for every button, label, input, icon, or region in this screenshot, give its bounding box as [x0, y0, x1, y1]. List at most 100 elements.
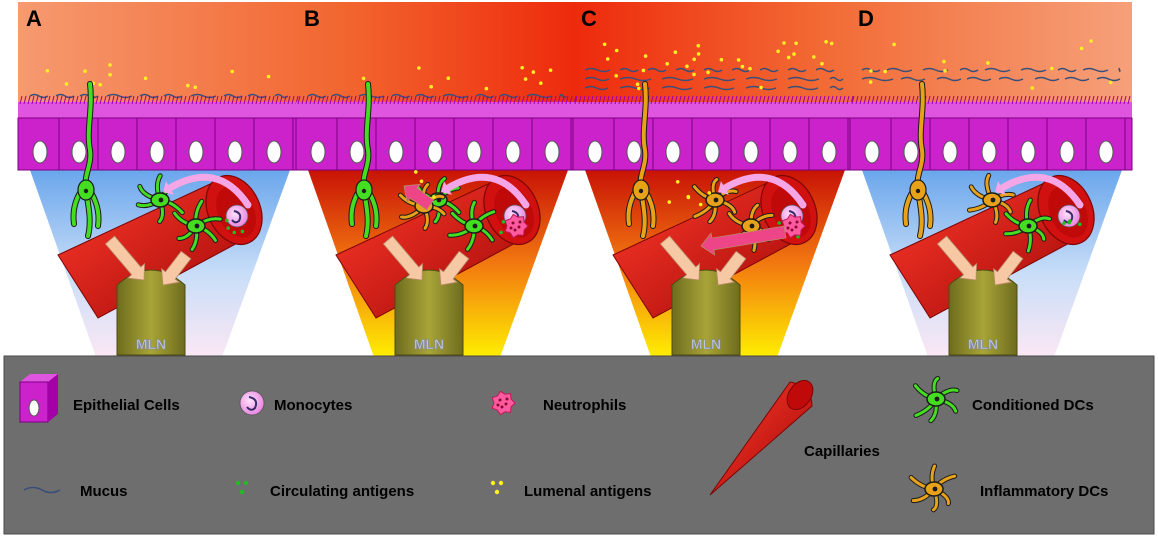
- legend-lumenal-label: Lumenal antigens: [524, 483, 652, 500]
- panel-a: MLN A: [17, 6, 301, 360]
- lamina-dc: [966, 172, 1016, 225]
- epithelial-nucleus: [942, 140, 958, 164]
- sampling-dc: [348, 81, 380, 239]
- capillary-icon: [709, 379, 814, 496]
- recruitment-arrow: [718, 173, 807, 209]
- epithelial-nucleus: [466, 140, 482, 164]
- epithelial-nucleus: [310, 140, 326, 164]
- epithelial-nucleus: [544, 140, 560, 164]
- legend-capillaries-label: Capillaries: [804, 443, 880, 460]
- lumenal-antigens-icon: [490, 480, 504, 495]
- epithelial-nucleus: [665, 140, 681, 164]
- legend-neutrophils-label: Neutrophils: [543, 397, 626, 414]
- epithelial-nucleus: [227, 140, 243, 164]
- panel-b: MLN B: [295, 6, 579, 360]
- epithelial-nucleus: [981, 140, 997, 164]
- legend-panel: [3, 355, 1155, 535]
- epithelial-nucleus: [266, 140, 282, 164]
- epithelial-nucleus: [32, 140, 48, 164]
- panel-d: MLN D: [849, 6, 1133, 360]
- legend-mucus-label: Mucus: [80, 483, 128, 500]
- migration-arrow: [403, 183, 435, 211]
- arrow-to-mln: [439, 250, 470, 286]
- mln: [948, 269, 1018, 356]
- mucus-icon: [23, 486, 61, 494]
- circulating-antigens: [1062, 219, 1082, 227]
- capillary: [57, 174, 263, 319]
- epithelium-top: [296, 102, 578, 118]
- epithelial-nucleus: [903, 140, 919, 164]
- arrow-to-mln: [936, 235, 978, 281]
- legend-epithelial-label: Epithelial Cells: [73, 397, 180, 414]
- epithelium-top: [850, 102, 1132, 118]
- recruitment-arrow: [995, 173, 1084, 209]
- legend-conditioned-label: Conditioned DCs: [972, 397, 1094, 414]
- circulating-antigens: [225, 218, 245, 235]
- conditioned-dc-icon: [912, 375, 960, 424]
- recruitment-arrow: [163, 173, 252, 209]
- translocated-antigens: [667, 180, 712, 207]
- epithelial-nucleus: [864, 140, 880, 164]
- arrow-to-mln: [104, 235, 146, 281]
- epithelial-nucleus: [1098, 140, 1114, 164]
- epithelial-nucleus: [821, 140, 837, 164]
- mln: [671, 269, 741, 356]
- legend: Epithelial Cells Monocytes NeutrophilsCapi…: [3, 355, 1155, 535]
- epithelial-cell-icon: [19, 374, 58, 423]
- mln-label: MLN: [136, 336, 166, 352]
- lumenal-antigens: [868, 39, 1113, 90]
- lamina-dc: [447, 199, 497, 252]
- panel-c: MLN C: [572, 6, 856, 360]
- mln-label: MLN: [414, 336, 444, 352]
- epithelial-nucleus: [1020, 140, 1036, 164]
- arrow-to-mln: [161, 250, 192, 286]
- epithelial-nucleus: [388, 140, 404, 164]
- epithelial-nucleus: [71, 140, 87, 164]
- epithelial-nucleus: [505, 140, 521, 164]
- epithelial-nucleus: [1059, 140, 1075, 164]
- epithelial-nucleus: [149, 140, 165, 164]
- mln: [394, 269, 464, 356]
- circulating-antigens-icon: [235, 480, 249, 495]
- neutrophil: [504, 213, 529, 239]
- epithelial-nucleus: [704, 140, 720, 164]
- recruitment-arrow: [441, 173, 530, 209]
- epithelial-nucleus: [743, 140, 759, 164]
- arrow-to-mln: [382, 235, 424, 281]
- lamina-dc: [172, 198, 223, 252]
- arrow-to-mln: [993, 250, 1024, 286]
- epithelial-nucleus: [626, 140, 642, 164]
- legend-inflammatory-label: Inflammatory DCs: [980, 483, 1108, 500]
- sampling-dc: [902, 81, 934, 239]
- epithelial-nucleus: [188, 140, 204, 164]
- mln-label: MLN: [968, 336, 998, 352]
- epithelial-nucleus: [782, 140, 798, 164]
- lumenal-antigens: [602, 40, 834, 91]
- panel-label: B: [304, 6, 320, 31]
- monocyte-icon: [239, 390, 265, 416]
- mucus-layer: [584, 67, 844, 91]
- panel-label: D: [858, 6, 874, 31]
- sampling-dc: [70, 81, 102, 239]
- arrow-to-mln: [716, 250, 747, 286]
- arrow-to-mln: [659, 235, 701, 281]
- mln: [116, 269, 186, 356]
- inflammatory-dc-icon: [908, 463, 958, 513]
- lamina-dc: [135, 173, 185, 225]
- panel-label: A: [26, 6, 42, 31]
- legend-monocytes-label: Monocytes: [274, 397, 352, 414]
- epithelium-top: [573, 102, 855, 118]
- migration-arrow: [700, 225, 787, 256]
- legend-circulating-label: Circulating antigens: [270, 483, 414, 500]
- sampling-dc: [625, 81, 657, 239]
- mln-label: MLN: [691, 336, 721, 352]
- neutrophil: [781, 213, 806, 239]
- epithelium-top: [18, 102, 300, 118]
- epithelial-nucleus: [427, 140, 443, 164]
- epithelial-nucleus: [349, 140, 365, 164]
- neutrophil-icon: [491, 390, 516, 416]
- panel-label: C: [581, 6, 597, 31]
- panels-layer: MLN A MLN B MLN C MLN D: [17, 2, 1133, 360]
